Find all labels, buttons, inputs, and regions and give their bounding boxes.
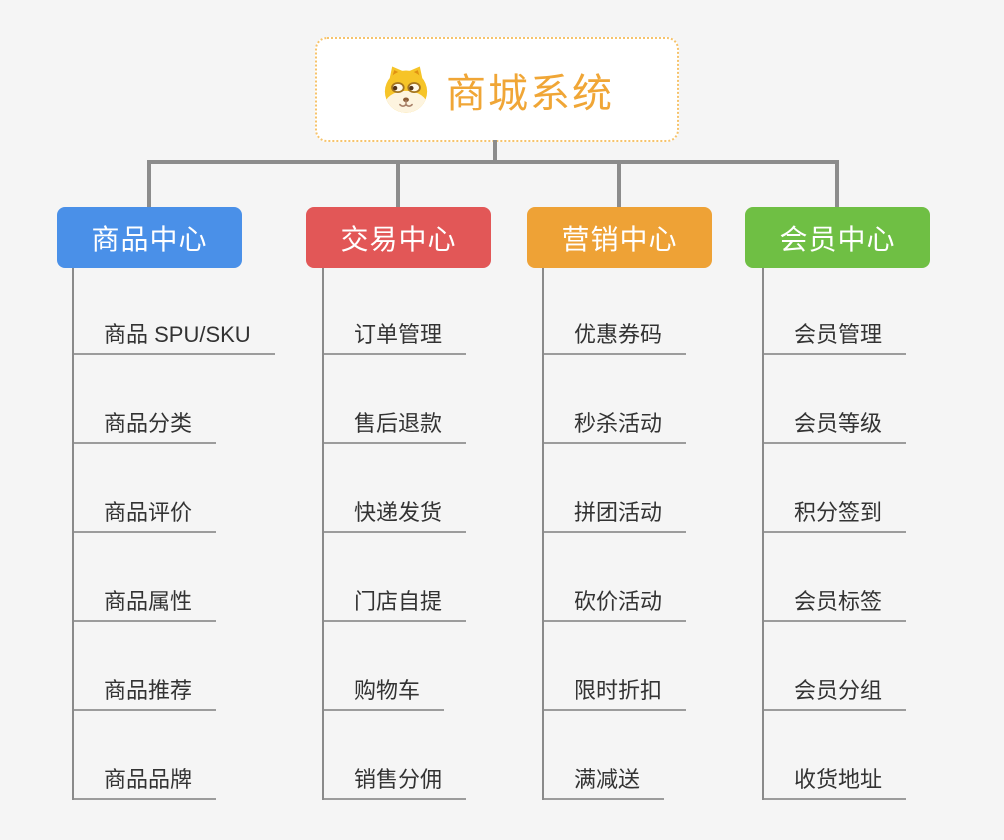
leaf-node-member-group[interactable]: 会员分组 (764, 622, 1004, 711)
leaf-label: 商品品牌 (74, 769, 217, 800)
connector-drop-trade (396, 162, 400, 207)
leaf-label: 会员等级 (764, 413, 907, 444)
leaf-node-sales-commission[interactable]: 销售分佣 (324, 711, 564, 800)
leaf-label: 商品属性 (74, 591, 217, 622)
leaf-node-store-pickup[interactable]: 门店自提 (324, 533, 564, 622)
leaf-node-product-spu-sku[interactable]: 商品 SPU/SKU (74, 268, 314, 355)
branch-children-column-marketing: 优惠券码 秒杀活动 拼团活动 砍价活动 限时折扣 满减送 (542, 268, 784, 800)
leaf-node-member-tag[interactable]: 会员标签 (764, 533, 1004, 622)
leaf-label: 砍价活动 (544, 591, 687, 622)
connector-root-stub (493, 140, 497, 162)
leaf-label: 限时折扣 (544, 680, 687, 711)
leaf-label: 订单管理 (324, 324, 467, 355)
leaf-node-aftersale-refund[interactable]: 售后退款 (324, 355, 564, 444)
branch-children-column-trade: 订单管理 售后退款 快递发货 门店自提 购物车 销售分佣 (322, 268, 564, 800)
root-title: 商城系统 (446, 71, 614, 116)
leaf-label: 满减送 (544, 769, 665, 800)
connector-horizontal-rail (147, 160, 839, 164)
connector-drop-member (835, 162, 839, 207)
leaf-label: 商品分类 (74, 413, 217, 444)
leaf-node-limited-time-discount[interactable]: 限时折扣 (544, 622, 784, 711)
leaf-node-coupon-code[interactable]: 优惠券码 (544, 268, 784, 355)
leaf-label: 商品评价 (74, 502, 217, 533)
leaf-label: 优惠券码 (544, 324, 687, 355)
branch-node-marketing-center[interactable]: 营销中心 (527, 207, 712, 268)
leaf-node-points-checkin[interactable]: 积分签到 (764, 444, 1004, 533)
connector-drop-marketing (617, 162, 621, 207)
leaf-node-express-delivery[interactable]: 快递发货 (324, 444, 564, 533)
leaf-label: 销售分佣 (324, 769, 467, 800)
leaf-label: 购物车 (324, 680, 445, 711)
branch-children-column-product: 商品 SPU/SKU 商品分类 商品评价 商品属性 商品推荐 商品品牌 (72, 268, 314, 800)
leaf-node-product-category[interactable]: 商品分类 (74, 355, 314, 444)
leaf-node-shipping-address[interactable]: 收货地址 (764, 711, 1004, 800)
leaf-node-group-buy[interactable]: 拼团活动 (544, 444, 784, 533)
leaf-node-product-recommend[interactable]: 商品推荐 (74, 622, 314, 711)
leaf-label: 会员分组 (764, 680, 907, 711)
shiba-dog-icon (384, 65, 428, 113)
leaf-node-order-management[interactable]: 订单管理 (324, 268, 564, 355)
branch-children-column-member: 会员管理 会员等级 积分签到 会员标签 会员分组 收货地址 (762, 268, 1004, 800)
leaf-node-product-attribute[interactable]: 商品属性 (74, 533, 314, 622)
leaf-label: 拼团活动 (544, 502, 687, 533)
branch-node-member-center[interactable]: 会员中心 (745, 207, 930, 268)
leaf-node-bargain-activity[interactable]: 砍价活动 (544, 533, 784, 622)
leaf-label: 会员标签 (764, 591, 907, 622)
leaf-node-flash-sale[interactable]: 秒杀活动 (544, 355, 784, 444)
branch-node-trade-center[interactable]: 交易中心 (306, 207, 491, 268)
leaf-label: 商品 SPU/SKU (74, 324, 275, 355)
leaf-node-member-management[interactable]: 会员管理 (764, 268, 1004, 355)
leaf-node-product-review[interactable]: 商品评价 (74, 444, 314, 533)
leaf-node-product-brand[interactable]: 商品品牌 (74, 711, 314, 800)
leaf-label: 商品推荐 (74, 680, 217, 711)
leaf-node-shopping-cart[interactable]: 购物车 (324, 622, 564, 711)
leaf-label: 会员管理 (764, 324, 907, 355)
leaf-label: 售后退款 (324, 413, 467, 444)
connector-drop-product (147, 162, 151, 207)
leaf-node-spend-and-save[interactable]: 满减送 (544, 711, 784, 800)
root-node[interactable]: 商城系统 (315, 37, 679, 142)
leaf-label: 门店自提 (324, 591, 467, 622)
branch-node-product-center[interactable]: 商品中心 (57, 207, 242, 268)
leaf-label: 快递发货 (324, 502, 467, 533)
leaf-label: 积分签到 (764, 502, 907, 533)
leaf-label: 秒杀活动 (544, 413, 687, 444)
leaf-label: 收货地址 (764, 769, 907, 800)
leaf-node-member-level[interactable]: 会员等级 (764, 355, 1004, 444)
